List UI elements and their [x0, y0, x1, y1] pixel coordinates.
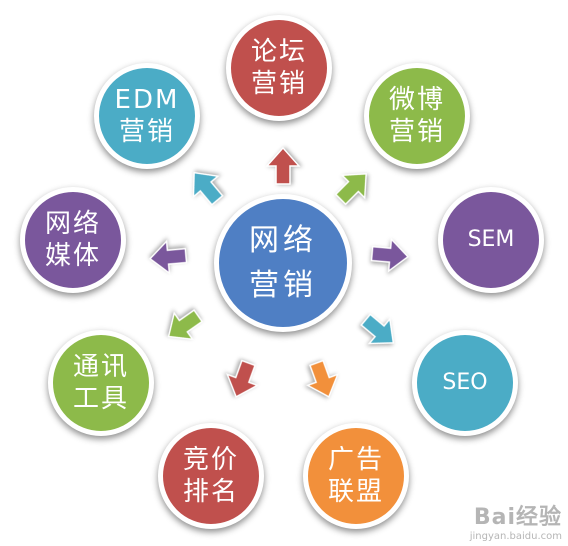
arrow-to-alliance — [305, 359, 340, 398]
node-forum-marketing: 论坛 营销 — [226, 15, 332, 121]
node-label-line2: 媒体 — [44, 241, 101, 271]
node-ad-alliance: 广告 联盟 — [303, 423, 409, 529]
arrow-to-bidding — [225, 359, 260, 398]
arrow-to-forum — [265, 146, 301, 185]
node-label-line2: 营销 — [388, 117, 445, 147]
center-label-line2: 营销 — [249, 268, 317, 303]
arrow-to-media — [148, 239, 188, 275]
node-label-line1: 网络 — [44, 208, 101, 239]
node-communication-tools: 通讯 工具 — [48, 330, 154, 436]
arrow-to-im — [167, 309, 204, 341]
arrow-shape-bidding — [225, 359, 260, 398]
arrow-to-seo — [360, 313, 395, 345]
node-label-line2: 工具 — [72, 384, 129, 414]
node-edm-marketing: EDM 营销 — [94, 63, 200, 169]
arrow-to-edm — [192, 171, 224, 206]
center-node: 网络 营销 — [214, 194, 352, 332]
arrow-to-sem — [370, 237, 410, 273]
arrow-shape-edm — [192, 171, 224, 206]
arrow-shape-im — [167, 309, 204, 341]
node-label-line2: 联盟 — [327, 477, 384, 507]
watermark-logo-text: Bai经验 — [473, 505, 562, 530]
node-sem: SEM — [438, 187, 544, 293]
node-label-line2: 营销 — [250, 69, 307, 99]
arrow-shape-alliance — [305, 359, 340, 398]
arrow-to-weibo — [334, 173, 367, 206]
node-label-line1: SEM — [467, 227, 515, 253]
arrow-shape-forum — [265, 146, 301, 185]
arrow-shape-weibo — [334, 173, 367, 206]
arrow-shape-media — [148, 239, 188, 275]
node-label-line2: 排名 — [182, 477, 239, 507]
arrow-shape-sem — [370, 237, 410, 273]
node-label-line1: EDM — [114, 84, 180, 115]
baidu-jingyan-watermark: Bai经验 jingyan.baidu.com — [470, 499, 562, 542]
node-bid-ranking: 竞价 排名 — [158, 423, 264, 529]
node-weibo-marketing: 微博 营销 — [364, 63, 470, 169]
node-label-line1: 论坛 — [250, 36, 307, 67]
node-label-line1: 通讯 — [72, 351, 129, 382]
node-seo: SEO — [412, 330, 518, 436]
arrow-shape-seo — [360, 313, 395, 345]
node-network-media: 网络 媒体 — [20, 187, 126, 293]
node-label-line1: 竞价 — [182, 444, 239, 475]
node-label-line2: 营销 — [118, 117, 175, 147]
node-label-line1: 微博 — [388, 84, 445, 115]
watermark-url: jingyan.baidu.com — [469, 531, 562, 542]
node-label-line1: 广告 — [327, 444, 384, 475]
node-label-line1: SEO — [442, 370, 488, 396]
center-label-line1: 网络 — [249, 223, 317, 258]
